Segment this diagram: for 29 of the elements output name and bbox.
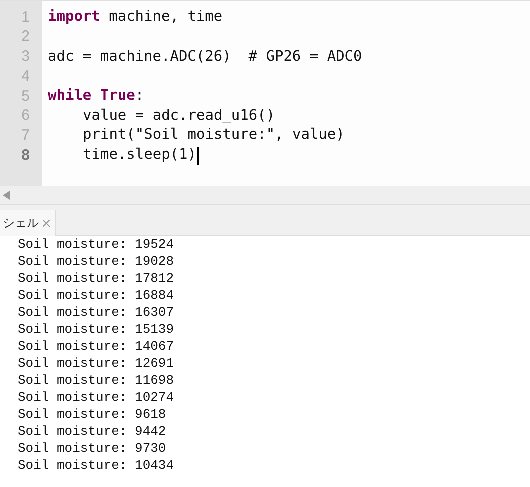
shell-output-line: Soil moisture: 9442 bbox=[18, 423, 168, 440]
line-number: 5 bbox=[20, 86, 30, 107]
shell-output-line: Soil moisture: 12691 bbox=[18, 355, 174, 372]
code-line: adc = machine.ADC(26) # GP26 = ADC0 bbox=[48, 48, 362, 67]
shell-output-line: Soil moisture: 10434 bbox=[18, 457, 174, 474]
shell-output-line: Soil moisture: 15139 bbox=[18, 321, 174, 338]
line-number: 7 bbox=[20, 126, 30, 146]
code-line: import machine, time bbox=[48, 8, 223, 28]
shell-output-line: Soil moisture: 9730 bbox=[18, 440, 168, 457]
shell-output-line: Soil moisture: 16884 bbox=[18, 287, 174, 304]
shell-output-line: Soil moisture: 19524 bbox=[18, 236, 174, 253]
code-line: time.sleep(1) bbox=[83, 146, 196, 166]
line-number: 1 bbox=[20, 8, 30, 28]
line-number: 2 bbox=[20, 27, 30, 48]
shell-tab: シェル bbox=[0, 210, 56, 236]
code-line: value = adc.read_u16() bbox=[83, 106, 276, 126]
shell-output-line: Soil moisture: 14067 bbox=[18, 338, 174, 355]
shell-output-line: Soil moisture: 16307 bbox=[18, 304, 174, 321]
shell-output-line: Soil moisture: 10274 bbox=[18, 389, 174, 406]
shell-output-line: Soil moisture: 11698 bbox=[18, 372, 174, 389]
code-line: while True: bbox=[48, 86, 144, 106]
line-number: 3 bbox=[20, 47, 30, 68]
line-number: 8 bbox=[20, 146, 30, 166]
line-number: 6 bbox=[20, 106, 30, 126]
shell-output-line: Soil moisture: 9618 bbox=[18, 406, 168, 423]
shell-output-line: Soil moisture: 17812 bbox=[18, 270, 174, 287]
code-line: print("Soil moisture:", value) bbox=[83, 126, 345, 146]
shell-output-line: Soil moisture: 19028 bbox=[18, 253, 174, 270]
line-number: 4 bbox=[20, 66, 30, 87]
